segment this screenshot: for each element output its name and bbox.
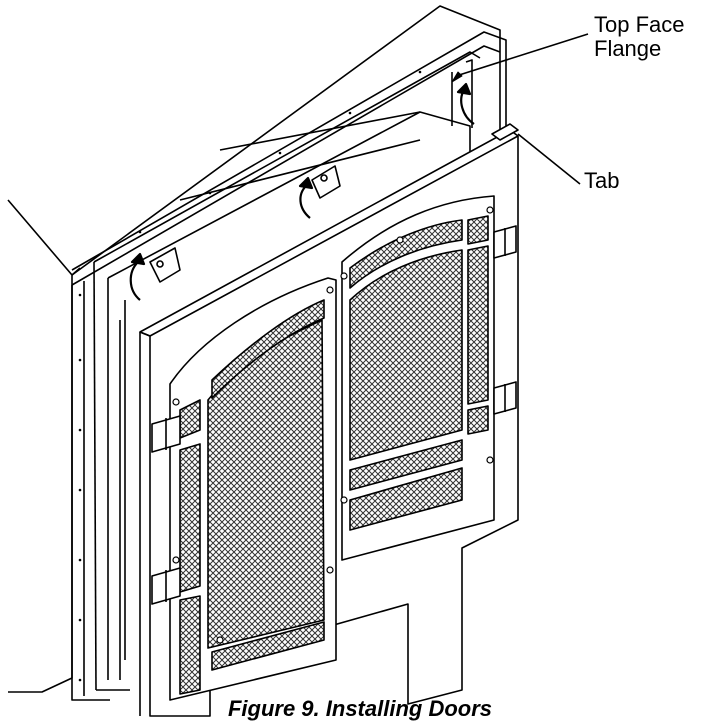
tab-label: Tab [584, 168, 620, 193]
leader-lines [451, 33, 589, 185]
door-screw-holes [172, 206, 494, 644]
hinge-left-lower [151, 567, 181, 605]
hinge-right-upper [493, 225, 517, 259]
lift-arrow-left-icon [129, 252, 146, 301]
top-face-flange-label: Top Face [594, 12, 685, 37]
right-door [341, 195, 495, 561]
figure-caption: Figure 9. Installing Doors [227, 696, 493, 721]
firebox-opening [107, 111, 471, 680]
hinge-left-upper [151, 415, 181, 453]
surround-frame [71, 31, 507, 701]
door-bracket-left [149, 247, 181, 283]
door-bracket-center [311, 165, 341, 199]
hinge-right-lower [493, 381, 517, 415]
lift-arrow-center-icon [298, 176, 314, 219]
tab [491, 123, 519, 141]
lift-arrow-right-icon [456, 82, 475, 125]
top-face-flange-label-line2: Flange [594, 36, 662, 61]
left-door [169, 277, 337, 701]
